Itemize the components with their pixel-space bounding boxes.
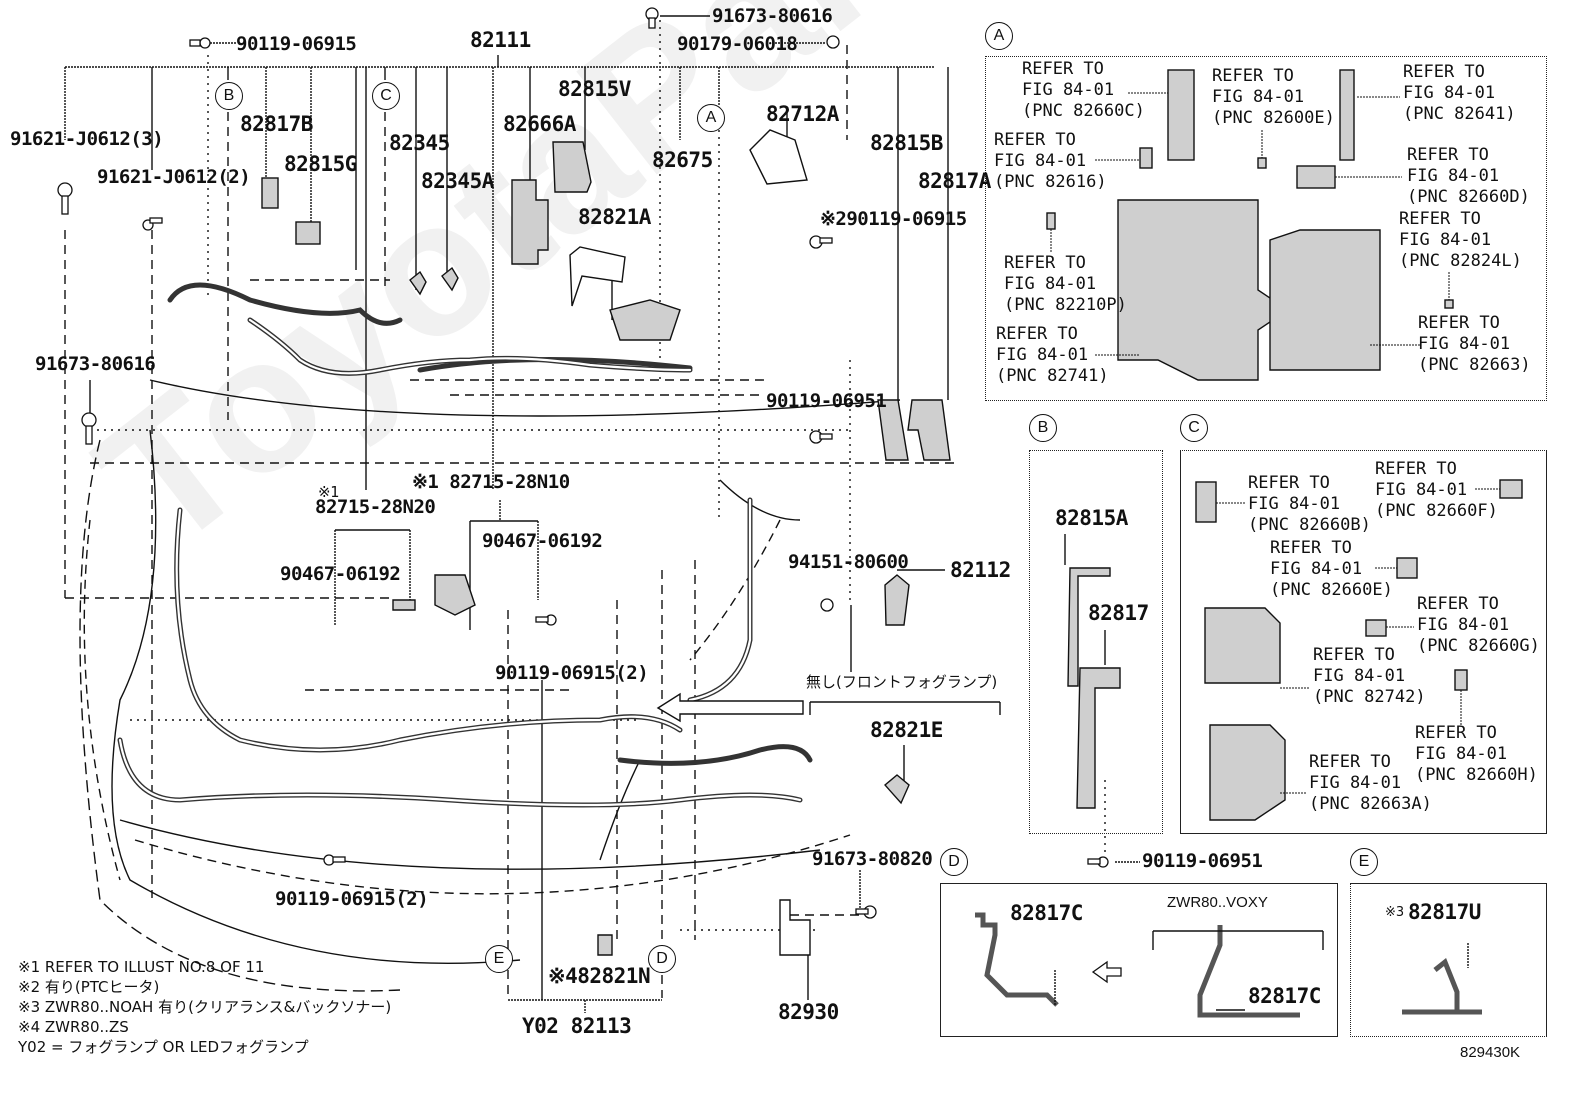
- panel-c-ref-82663A[interactable]: REFER TO FIG 84-01 (PNC 82663A): [1309, 752, 1432, 814]
- part-label-90467-06192-left[interactable]: 90467-06192: [280, 563, 401, 585]
- panel-c-ref-82660E[interactable]: REFER TO FIG 84-01 (PNC 82660E): [1270, 538, 1393, 600]
- panel-a-ref-82660D[interactable]: REFER TO FIG 84-01 (PNC 82660D): [1407, 145, 1530, 207]
- part-label-90119-06915-2-mid[interactable]: 90119-06915(2): [495, 662, 649, 684]
- part-label-90119-06915-top[interactable]: 90119-06915: [236, 33, 357, 55]
- part-label-82815V[interactable]: 82815V: [558, 77, 631, 101]
- panel-a-ref-82600E[interactable]: REFER TO FIG 84-01 (PNC 82600E): [1212, 66, 1335, 128]
- part-label-91673-80616-top[interactable]: 91673-80616: [712, 5, 833, 27]
- part-label-82815A[interactable]: 82815A: [1055, 506, 1128, 530]
- part-label-82715-28N10[interactable]: ※1 82715-28N10: [412, 471, 570, 493]
- panel-a-ref-82741[interactable]: REFER TO FIG 84-01 (PNC 82741): [996, 324, 1109, 386]
- part-label-82345A[interactable]: 82345A: [421, 169, 494, 193]
- panel-b-box: [1029, 450, 1163, 834]
- footnote-2: ※2 有り(PTCヒータ): [18, 978, 160, 996]
- footnote-3: ※3 ZWR80..NOAH 有り(クリアランス&バックソナー): [18, 998, 392, 1016]
- part-label-90119-06951-panel-b[interactable]: 90119-06951: [1142, 850, 1263, 872]
- panel-c-ref-82742[interactable]: REFER TO FIG 84-01 (PNC 82742): [1313, 645, 1426, 707]
- panel-a-box: [985, 56, 1547, 401]
- part-label-82930[interactable]: 82930: [778, 1000, 839, 1024]
- part-label-90119-06915-2-bottom[interactable]: 90119-06915(2): [275, 888, 429, 910]
- panel-a-ref-82663[interactable]: REFER TO FIG 84-01 (PNC 82663): [1418, 313, 1531, 375]
- callout-d-main[interactable]: D: [648, 945, 676, 973]
- part-label-82675[interactable]: 82675: [652, 148, 713, 172]
- panel-c-box: [1180, 450, 1547, 834]
- footnote-1: ※1 REFER TO ILLUST NO.8 OF 11: [18, 958, 265, 976]
- part-label-82817[interactable]: 82817: [1088, 601, 1149, 625]
- part-label-90467-06192-right[interactable]: 90467-06192: [482, 530, 603, 552]
- callout-b-panel: B: [1029, 414, 1057, 442]
- part-label-82817A[interactable]: 82817A: [918, 169, 991, 193]
- part-label-82817U[interactable]: 82817U: [1408, 900, 1481, 924]
- footnote-y02: Y02 = フォグランプ OR LEDフォグランプ: [18, 1038, 309, 1056]
- panel-c-ref-82660H[interactable]: REFER TO FIG 84-01 (PNC 82660H): [1415, 723, 1538, 785]
- part-label-82712A[interactable]: 82712A: [766, 102, 839, 126]
- callout-a-panel: A: [985, 22, 1013, 50]
- callout-e-panel: E: [1350, 848, 1378, 876]
- note-mark-3: ※3: [1385, 905, 1405, 920]
- part-label-91673-80820[interactable]: 91673-80820: [812, 848, 933, 870]
- part-label-91621-J0612-3[interactable]: 91621-J0612(3): [10, 128, 164, 150]
- panel-c-ref-82660B[interactable]: REFER TO FIG 84-01 (PNC 82660B): [1248, 473, 1371, 535]
- panel-a-ref-82616[interactable]: REFER TO FIG 84-01 (PNC 82616): [994, 130, 1107, 192]
- condition-no-front-fog: 無し(フロントフォグランプ): [806, 673, 998, 691]
- part-label-82821N[interactable]: ※482821N: [548, 964, 651, 988]
- part-label-82345[interactable]: 82345: [389, 131, 450, 155]
- part-label-82817C-right[interactable]: 82817C: [1248, 984, 1321, 1008]
- figure-id: 829430K: [1460, 1044, 1521, 1061]
- panel-a-ref-82660C[interactable]: REFER TO FIG 84-01 (PNC 82660C): [1022, 59, 1145, 121]
- callout-c-main[interactable]: C: [372, 82, 400, 110]
- part-label-90119-06915-note2[interactable]: ※290119-06915: [820, 208, 967, 230]
- panel-d-box: [940, 883, 1338, 1037]
- part-label-94151-80600[interactable]: 94151-80600: [788, 551, 909, 573]
- footnote-4: ※4 ZWR80..ZS: [18, 1018, 129, 1036]
- part-label-90119-06951-mid[interactable]: 90119-06951: [766, 390, 887, 412]
- part-label-82817B[interactable]: 82817B: [240, 112, 313, 136]
- callout-c-panel: C: [1180, 414, 1208, 442]
- panel-a-ref-82824L[interactable]: REFER TO FIG 84-01 (PNC 82824L): [1399, 209, 1522, 271]
- part-label-91621-J0612-2[interactable]: 91621-J0612(2): [97, 166, 251, 188]
- part-label-82112[interactable]: 82112: [950, 558, 1011, 582]
- panel-c-ref-82660G[interactable]: REFER TO FIG 84-01 (PNC 82660G): [1417, 594, 1540, 656]
- part-label-82817C-left[interactable]: 82817C: [1010, 901, 1083, 925]
- part-label-82815B[interactable]: 82815B: [870, 131, 943, 155]
- part-label-82111[interactable]: 82111: [470, 28, 531, 52]
- callout-b-main[interactable]: B: [215, 82, 243, 110]
- variant-label-voxy: ZWR80..VOXY: [1167, 894, 1268, 911]
- footnotes: ※1 REFER TO ILLUST NO.8 OF 11 ※2 有り(PTCヒ…: [18, 957, 391, 1057]
- part-label-82821E[interactable]: 82821E: [870, 718, 943, 742]
- part-label-Y02-82113[interactable]: Y02 82113: [522, 1014, 632, 1038]
- note-mark-1: ※1: [318, 483, 339, 501]
- callout-e-main[interactable]: E: [485, 945, 513, 973]
- part-label-82815G[interactable]: 82815G: [284, 152, 357, 176]
- part-label-82666A[interactable]: 82666A: [503, 112, 576, 136]
- part-label-90179-06018[interactable]: 90179-06018: [677, 33, 798, 55]
- callout-a-main[interactable]: A: [697, 104, 725, 132]
- callout-d-panel: D: [940, 848, 968, 876]
- panel-a-ref-82641[interactable]: REFER TO FIG 84-01 (PNC 82641): [1403, 62, 1516, 124]
- panel-e-box: [1350, 883, 1547, 1037]
- part-label-82821A[interactable]: 82821A: [578, 205, 651, 229]
- part-label-91673-80616-left[interactable]: 91673-80616: [35, 353, 156, 375]
- panel-a-ref-82210P[interactable]: REFER TO FIG 84-01 (PNC 82210P): [1004, 253, 1127, 315]
- part-label-82715-28N20[interactable]: 82715-28N20: [315, 496, 436, 518]
- panel-c-ref-82660F[interactable]: REFER TO FIG 84-01 (PNC 82660F): [1375, 459, 1498, 521]
